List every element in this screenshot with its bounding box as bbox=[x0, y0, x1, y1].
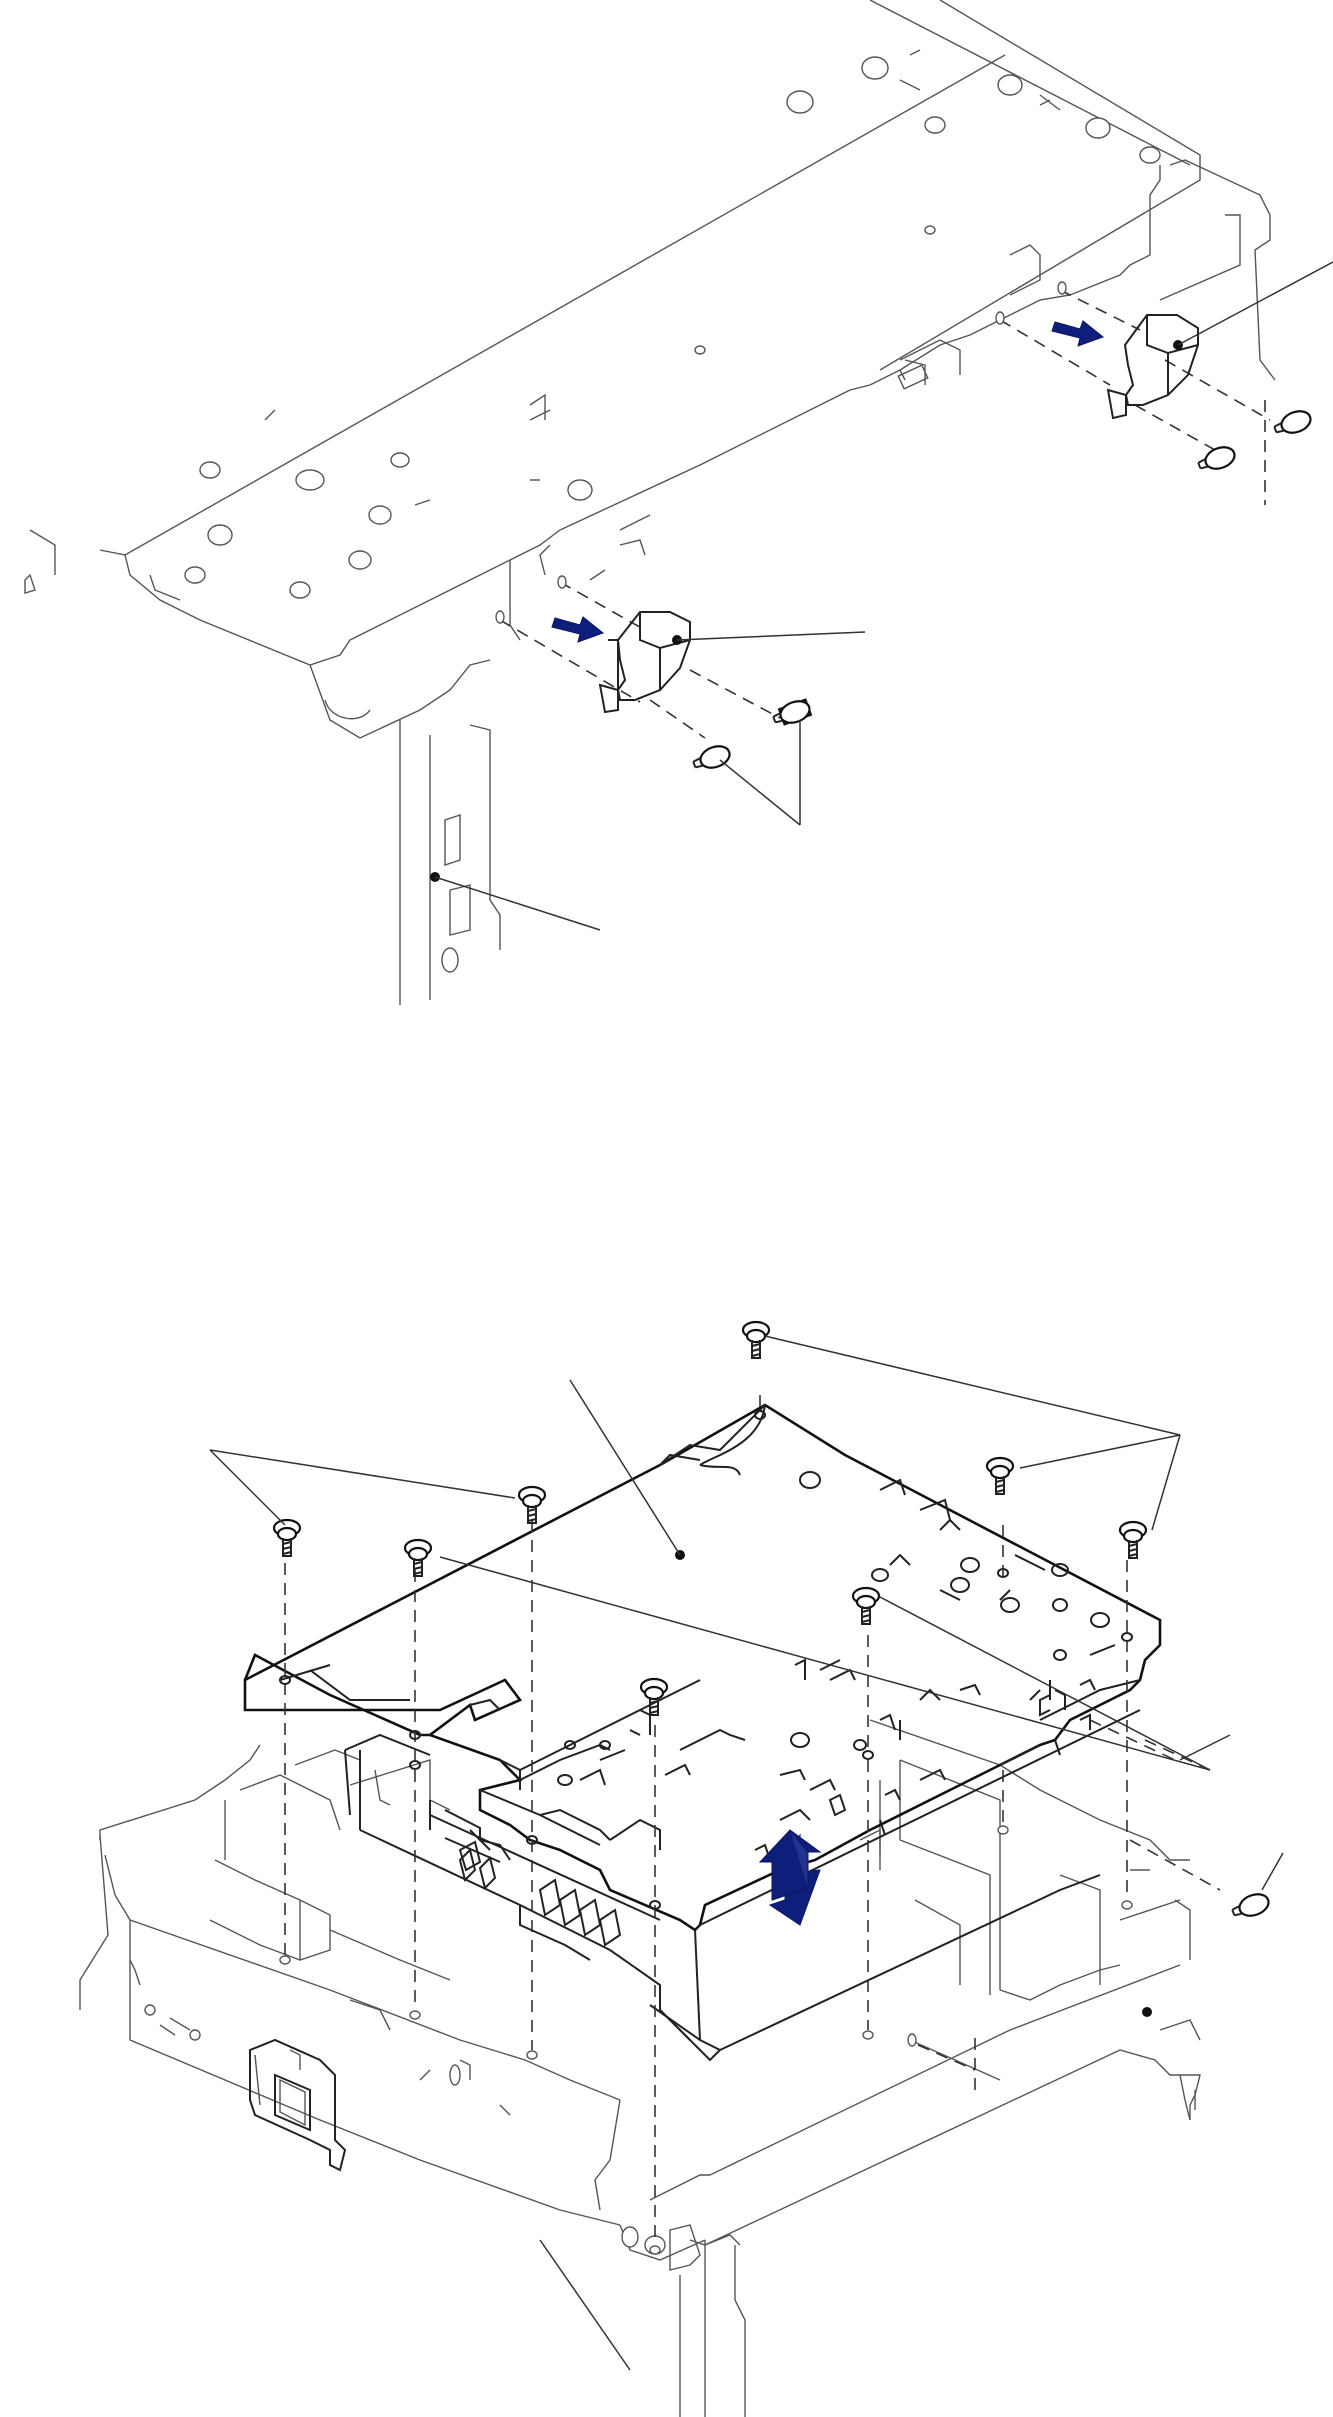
screw-icon bbox=[851, 1586, 881, 1625]
screw-icon bbox=[772, 698, 813, 726]
internal-structure bbox=[344, 1733, 1101, 2062]
printer-frame bbox=[79, 1719, 1201, 2417]
main-plate bbox=[243, 1403, 1162, 2041]
screw-icon bbox=[1197, 446, 1236, 470]
screw-holes bbox=[279, 1410, 1133, 2255]
top-panel bbox=[24, 0, 1333, 1005]
bracket-right bbox=[1106, 314, 1199, 420]
removal-arrows-top bbox=[551, 320, 1105, 643]
screws-bottom bbox=[272, 1320, 1270, 1917]
screw-icon bbox=[741, 1320, 771, 1359]
screw-icon bbox=[639, 1677, 669, 1716]
chassis-top-plate bbox=[99, 0, 1276, 739]
screw-icon bbox=[403, 1538, 433, 1577]
screw-icon bbox=[692, 745, 731, 769]
screw-icon bbox=[272, 1518, 302, 1557]
screw-icon bbox=[1231, 1893, 1270, 1917]
side-mechanism bbox=[249, 2038, 347, 2172]
screw-icon bbox=[517, 1485, 547, 1524]
screw-icon bbox=[985, 1456, 1015, 1495]
bottom-panel bbox=[79, 1320, 1284, 2417]
leader-lines-top bbox=[430, 261, 1333, 931]
alignment-lines-top bbox=[499, 289, 1271, 739]
arrow-icon bbox=[551, 616, 605, 643]
screw-icon bbox=[1273, 410, 1312, 434]
bracket-left bbox=[598, 611, 691, 714]
screws-top bbox=[692, 410, 1312, 769]
alignment-lines-bottom bbox=[284, 1395, 1221, 2245]
locating-pins bbox=[495, 281, 1067, 624]
removal-arrows-bottom bbox=[758, 1829, 822, 1926]
leader-lines-bottom bbox=[209, 1335, 1284, 2371]
arrow-icon bbox=[1051, 320, 1105, 347]
screw-icon bbox=[1118, 1520, 1148, 1559]
